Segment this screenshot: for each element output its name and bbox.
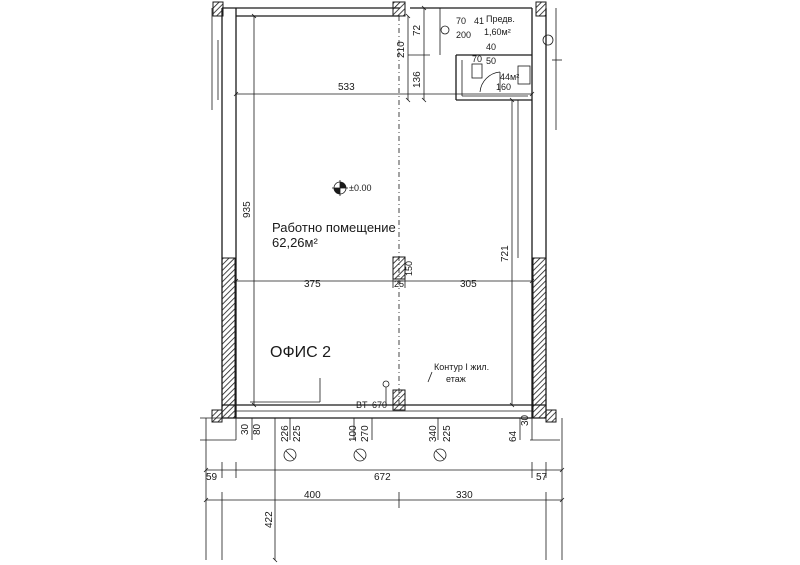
- dim-225b: 225: [442, 425, 453, 442]
- grid-axis-icon: [433, 448, 447, 462]
- dim-136: 136: [412, 71, 423, 88]
- dim-375: 375: [304, 279, 321, 290]
- dim-533: 533: [338, 82, 355, 93]
- contour-label-2: етаж: [446, 374, 466, 384]
- wc-dim: 41: [474, 16, 484, 26]
- dim-305: 305: [460, 279, 477, 290]
- dim-59: 59: [206, 472, 218, 483]
- room-area: 62,26м²: [272, 235, 318, 250]
- dim-57: 57: [536, 472, 548, 483]
- wc-area-small: 44м²: [500, 72, 519, 82]
- wc-dim: 160: [496, 82, 511, 92]
- dim-80: 80: [252, 423, 263, 435]
- bt-value: 670: [372, 400, 387, 410]
- dim-72: 72: [412, 24, 423, 36]
- dim-330: 330: [456, 490, 473, 501]
- dim-935: 935: [242, 201, 253, 218]
- walls: [211, 7, 562, 419]
- grid-axis-icon: [283, 448, 297, 462]
- dim-100: 100: [348, 425, 359, 442]
- room-name: Работно помещение: [272, 220, 396, 235]
- dim-150: 150: [404, 261, 414, 276]
- dim-64: 64: [508, 430, 519, 442]
- contour-label: Контур I жил.: [434, 362, 489, 372]
- dim-422: 422: [264, 511, 275, 528]
- level-label: ±0.00: [349, 183, 371, 193]
- dim-210: 210: [396, 41, 407, 58]
- wc-dim: 200: [456, 30, 471, 40]
- bt-label: BT: [356, 400, 368, 410]
- dim-225: 225: [292, 425, 303, 442]
- grid-axis-icon: [353, 448, 367, 462]
- labels: Работно помещение 62,26м² ±0.00 ОФИС 2 К…: [206, 14, 548, 528]
- office-title: ОФИС 2: [270, 344, 331, 361]
- hatched-walls: [211, 1, 557, 423]
- dim-270: 270: [360, 425, 371, 442]
- dim-340: 340: [428, 425, 439, 442]
- wc-area: 1,60м²: [484, 27, 511, 37]
- wc-dim: 40: [486, 42, 496, 52]
- dim-400: 400: [304, 490, 321, 501]
- wc-dim: 70: [472, 54, 482, 64]
- dim-226: 226: [280, 425, 291, 442]
- room-interior: [250, 16, 519, 405]
- dim-30: 30: [240, 423, 251, 435]
- dim-25: 25: [394, 279, 404, 289]
- wc-dim: 50: [486, 56, 496, 66]
- dim-672: 672: [374, 472, 391, 483]
- dim-30b: 30: [520, 414, 531, 426]
- wc-dim: 70: [456, 16, 466, 26]
- wc-label: Предв.: [486, 14, 515, 24]
- dimension-lines: [200, 5, 565, 563]
- dim-721: 721: [500, 245, 511, 262]
